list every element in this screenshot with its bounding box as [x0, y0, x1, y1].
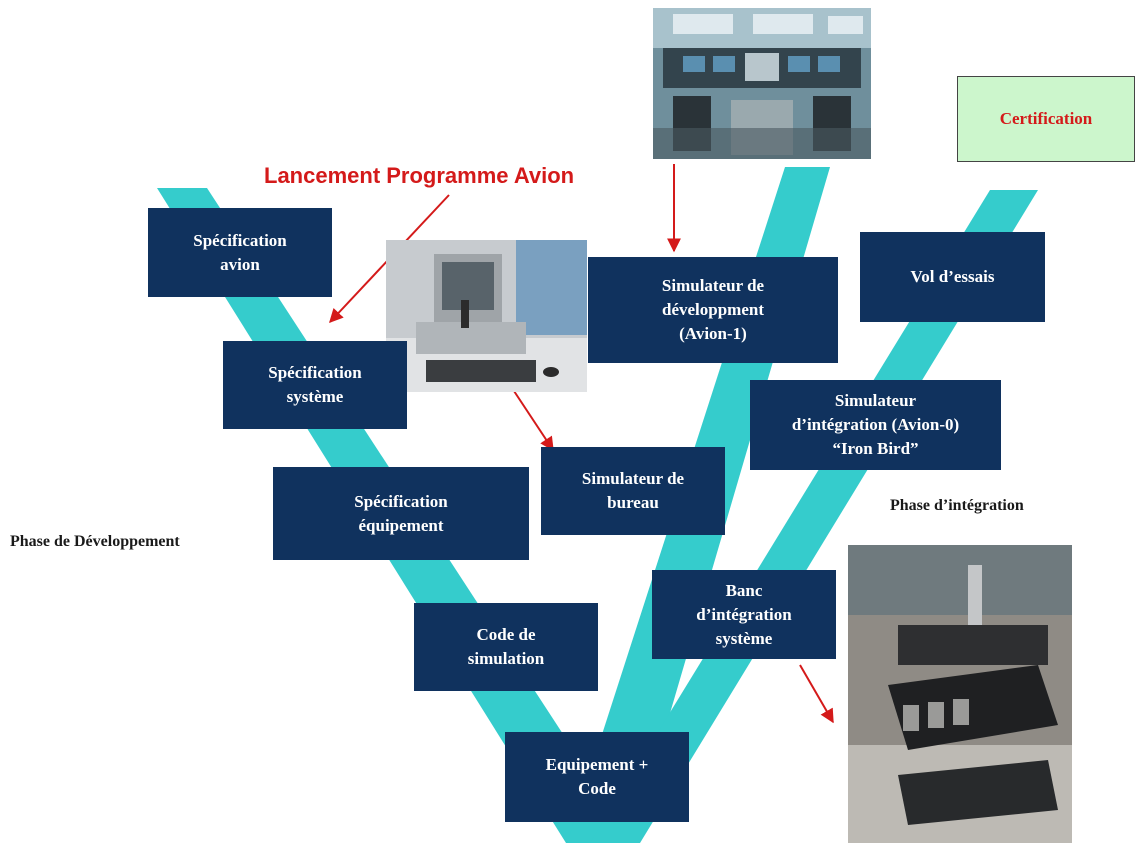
spec-equipement-box: Spécification équipement [273, 467, 529, 560]
cockpit-illustration [653, 8, 871, 159]
simulateur-developpement-box: Simulateur de développment (Avion-1) [588, 257, 838, 363]
integration-band [590, 190, 1038, 843]
equipement-code-box: Equipement + Code [505, 732, 689, 822]
iron-bird-illustration [848, 545, 1072, 843]
vol-essais-box: Vol d’essais [860, 232, 1045, 322]
program-launch-title: Lancement Programme Avion [264, 163, 575, 188]
cockpit-simulator-photo [653, 8, 871, 159]
integration-phase-label: Phase d’intégration [890, 497, 1024, 514]
certification-box: Certification [957, 76, 1135, 162]
spec-systeme-box: Spécification système [223, 341, 407, 429]
simulateur-integration-box: Simulateur d’intégration (Avion-0) “Iron… [750, 380, 1001, 470]
desktop-simulator-illustration [386, 240, 587, 392]
iron-bird-rig-photo [848, 545, 1072, 843]
banc-integration-box: Banc d’intégration système [652, 570, 836, 659]
simulateur-bureau-box: Simulateur de bureau [541, 447, 725, 535]
spec-avion-box: Spécification avion [148, 208, 332, 297]
code-simulation-box: Code de simulation [414, 603, 598, 691]
iron-bird-arrow [799, 664, 834, 724]
development-phase-label: Phase de Développement [10, 533, 180, 550]
desktop-simulator-photo [386, 240, 587, 392]
desktop-arrow [511, 387, 554, 452]
